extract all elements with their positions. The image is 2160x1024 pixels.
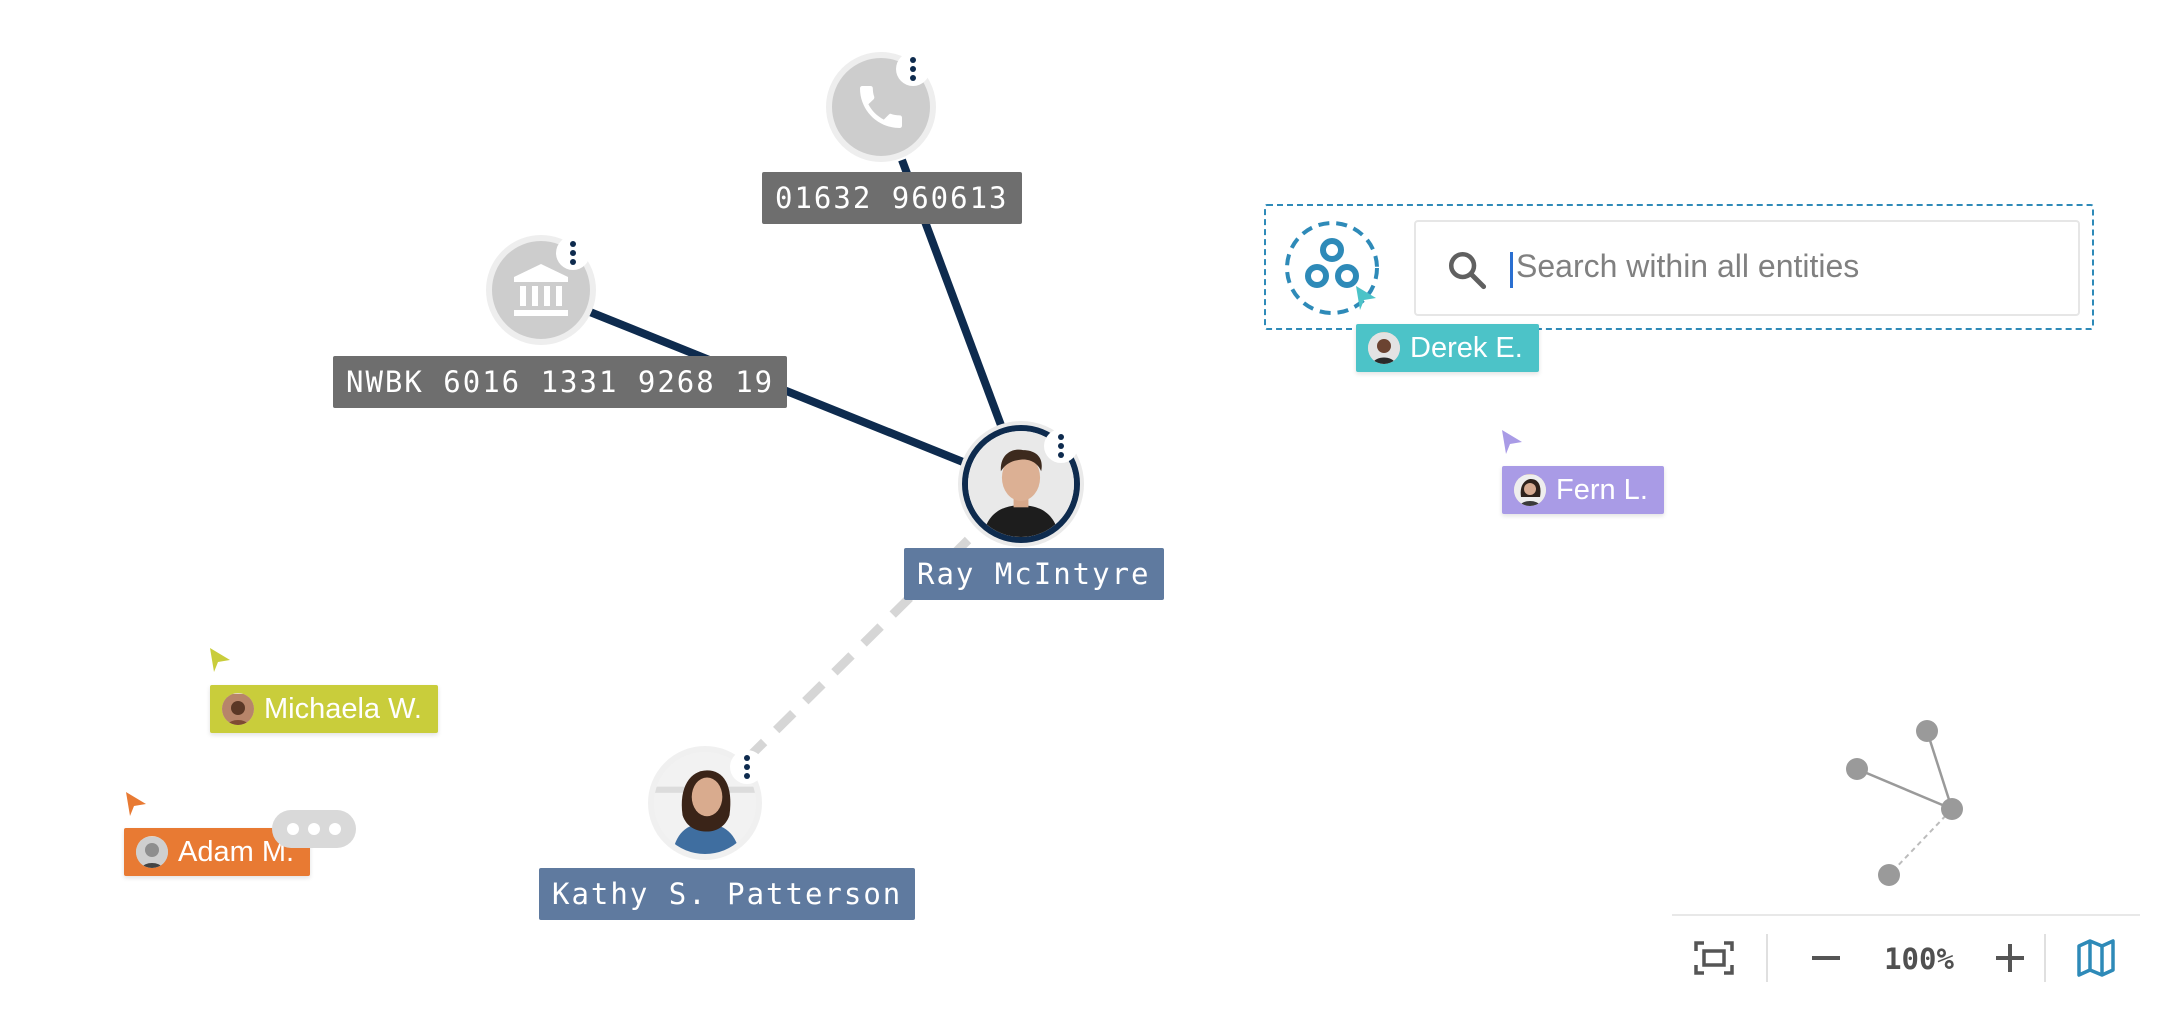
derek-name: Derek E. [1410,332,1523,364]
minimap-node-kathy [1878,864,1900,886]
entities-icon[interactable] [1284,220,1380,316]
phone-node-label[interactable]: 01632 960613 [762,172,1022,224]
kathy-node-menu[interactable] [730,750,764,784]
text-caret [1510,252,1513,288]
minimap-node-bank [1846,758,1868,780]
bank-node-menu[interactable] [556,236,590,270]
search-input[interactable]: Search within all entities [1414,220,2080,316]
toolbar-divider [2044,934,2046,982]
ray-node[interactable] [962,425,1080,543]
fit-to-screen-icon [1694,941,1734,975]
bank-node-label[interactable]: NWBK 6016 1331 9268 19 [333,356,788,408]
ray-node-label[interactable]: Ray McIntyre [904,548,1164,600]
typing-dot [308,823,320,835]
minimap-edge [1856,767,1953,811]
kebab-icon [1058,434,1064,458]
bank-icon [514,264,568,316]
cursor-arrow-adam [126,792,146,816]
cursor-arrow-fern [1502,430,1522,454]
minimap-node-phone [1916,720,1938,742]
michaela-name: Michaela W. [264,693,422,725]
fit-to-screen-button[interactable] [1690,934,1738,982]
cursor-arrow-derek [1356,286,1376,310]
zoom-out-button[interactable] [1800,934,1852,982]
kathy-node[interactable] [648,746,762,860]
fern-name: Fern L. [1556,474,1648,506]
zoom-level: 100% [1884,942,1954,976]
kebab-icon [910,57,916,81]
minus-icon [1812,956,1840,960]
michaela-avatar [222,693,254,725]
entity-search-group: Search within all entities [1264,204,2094,330]
toolbar-divider [1766,934,1768,982]
kebab-icon [570,241,576,265]
collaborator-badge-michaela: Michaela W. [210,685,438,733]
zoom-toolbar: 100% [1672,914,2140,1000]
kathy-avatar [654,752,756,854]
map-icon [2077,939,2115,977]
kathy-node-label[interactable]: Kathy S. Patterson [539,868,916,920]
typing-dot [287,823,299,835]
phone-icon [860,86,902,128]
minimap[interactable] [1672,690,2140,912]
ray-node-menu[interactable] [1044,429,1078,463]
minimap-edge [1925,730,1954,810]
minimap-node-ray [1941,798,1963,820]
typing-indicator [272,810,356,848]
derek-avatar [1368,332,1400,364]
typing-dot [329,823,341,835]
map-view-button[interactable] [2072,934,2120,982]
cursor-arrow-michaela [210,648,230,672]
plus-icon [1996,944,2024,972]
zoom-in-button[interactable] [1984,934,2036,982]
collaborator-badge-fern: Fern L. [1502,466,1664,514]
phone-node-menu[interactable] [896,52,930,86]
search-placeholder: Search within all entities [1516,248,1860,284]
phone-node[interactable] [826,52,936,162]
kebab-icon [744,755,750,779]
minimap-edge [1888,808,1953,876]
fern-avatar [1514,474,1546,506]
adam-avatar [136,836,168,868]
collaborator-badge-derek: Derek E. [1356,324,1539,372]
adam-name: Adam M. [178,836,295,868]
search-icon [1448,251,1487,290]
